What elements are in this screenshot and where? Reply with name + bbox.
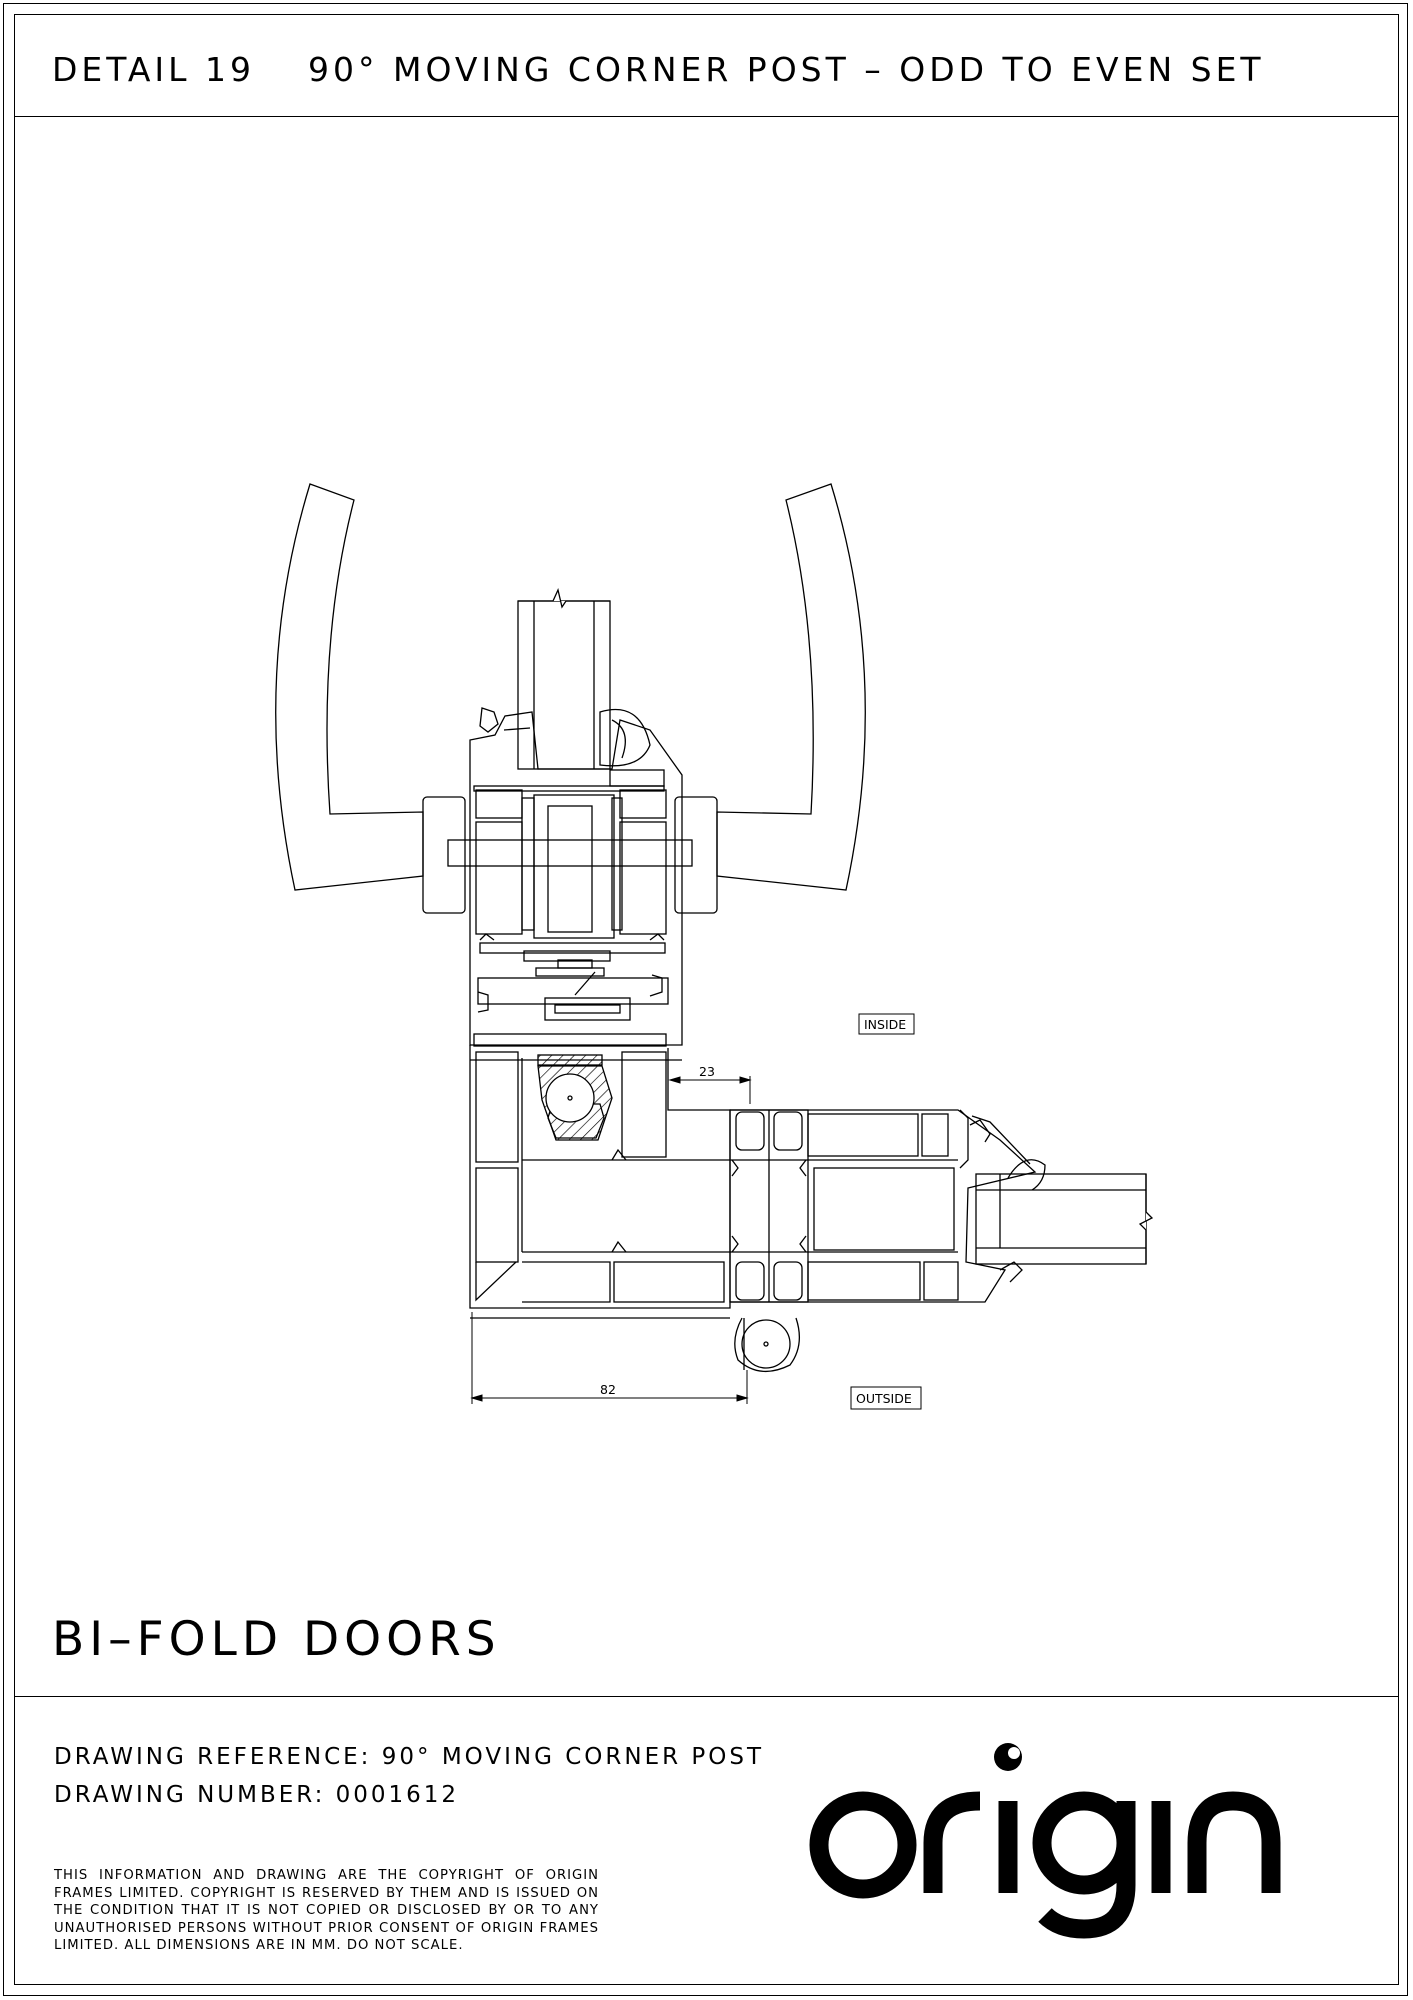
copyright-notice: THIS INFORMATION AND DRAWING ARE THE COP… xyxy=(54,1868,599,1953)
inside-label: INSIDE xyxy=(864,1017,906,1032)
central-mullion xyxy=(729,1109,809,1303)
outside-label: OUTSIDE xyxy=(856,1391,912,1406)
left-handle-rose xyxy=(422,796,466,914)
header-divider xyxy=(14,116,1399,117)
corner-post-profile xyxy=(469,1045,731,1319)
right-sash-profile xyxy=(730,1109,1046,1303)
detail-title: 90° MOVING CORNER POST – ODD TO EVEN SET xyxy=(308,50,1265,89)
outer-border xyxy=(3,3,1408,1996)
dimension-23-label: 23 xyxy=(699,1064,715,1079)
hinge-knuckle xyxy=(734,1317,801,1372)
drawing-number: DRAWING NUMBER: 0001612 xyxy=(54,1782,460,1808)
product-name: BI–FOLD DOORS xyxy=(52,1612,501,1667)
dimension-23 xyxy=(668,1076,752,1104)
outside-label-box xyxy=(850,1386,922,1410)
inside-label-box xyxy=(858,1013,915,1035)
left-handle xyxy=(275,483,424,891)
dimension-82-label: 82 xyxy=(600,1382,616,1397)
inner-border xyxy=(14,14,1399,1985)
upper-glass-unit xyxy=(517,587,651,770)
upper-sash-profile xyxy=(447,707,693,1061)
dimension-82 xyxy=(470,1312,749,1404)
right-handle-rose xyxy=(674,796,718,914)
detail-number: DETAIL 19 xyxy=(52,50,256,89)
right-handle xyxy=(716,483,866,891)
origin-logo: origin xyxy=(809,1743,1281,1939)
title-block-divider xyxy=(14,1696,1399,1697)
right-glass-unit xyxy=(975,1173,1154,1265)
drawing-reference: DRAWING REFERENCE: 90° MOVING CORNER POS… xyxy=(54,1744,765,1770)
